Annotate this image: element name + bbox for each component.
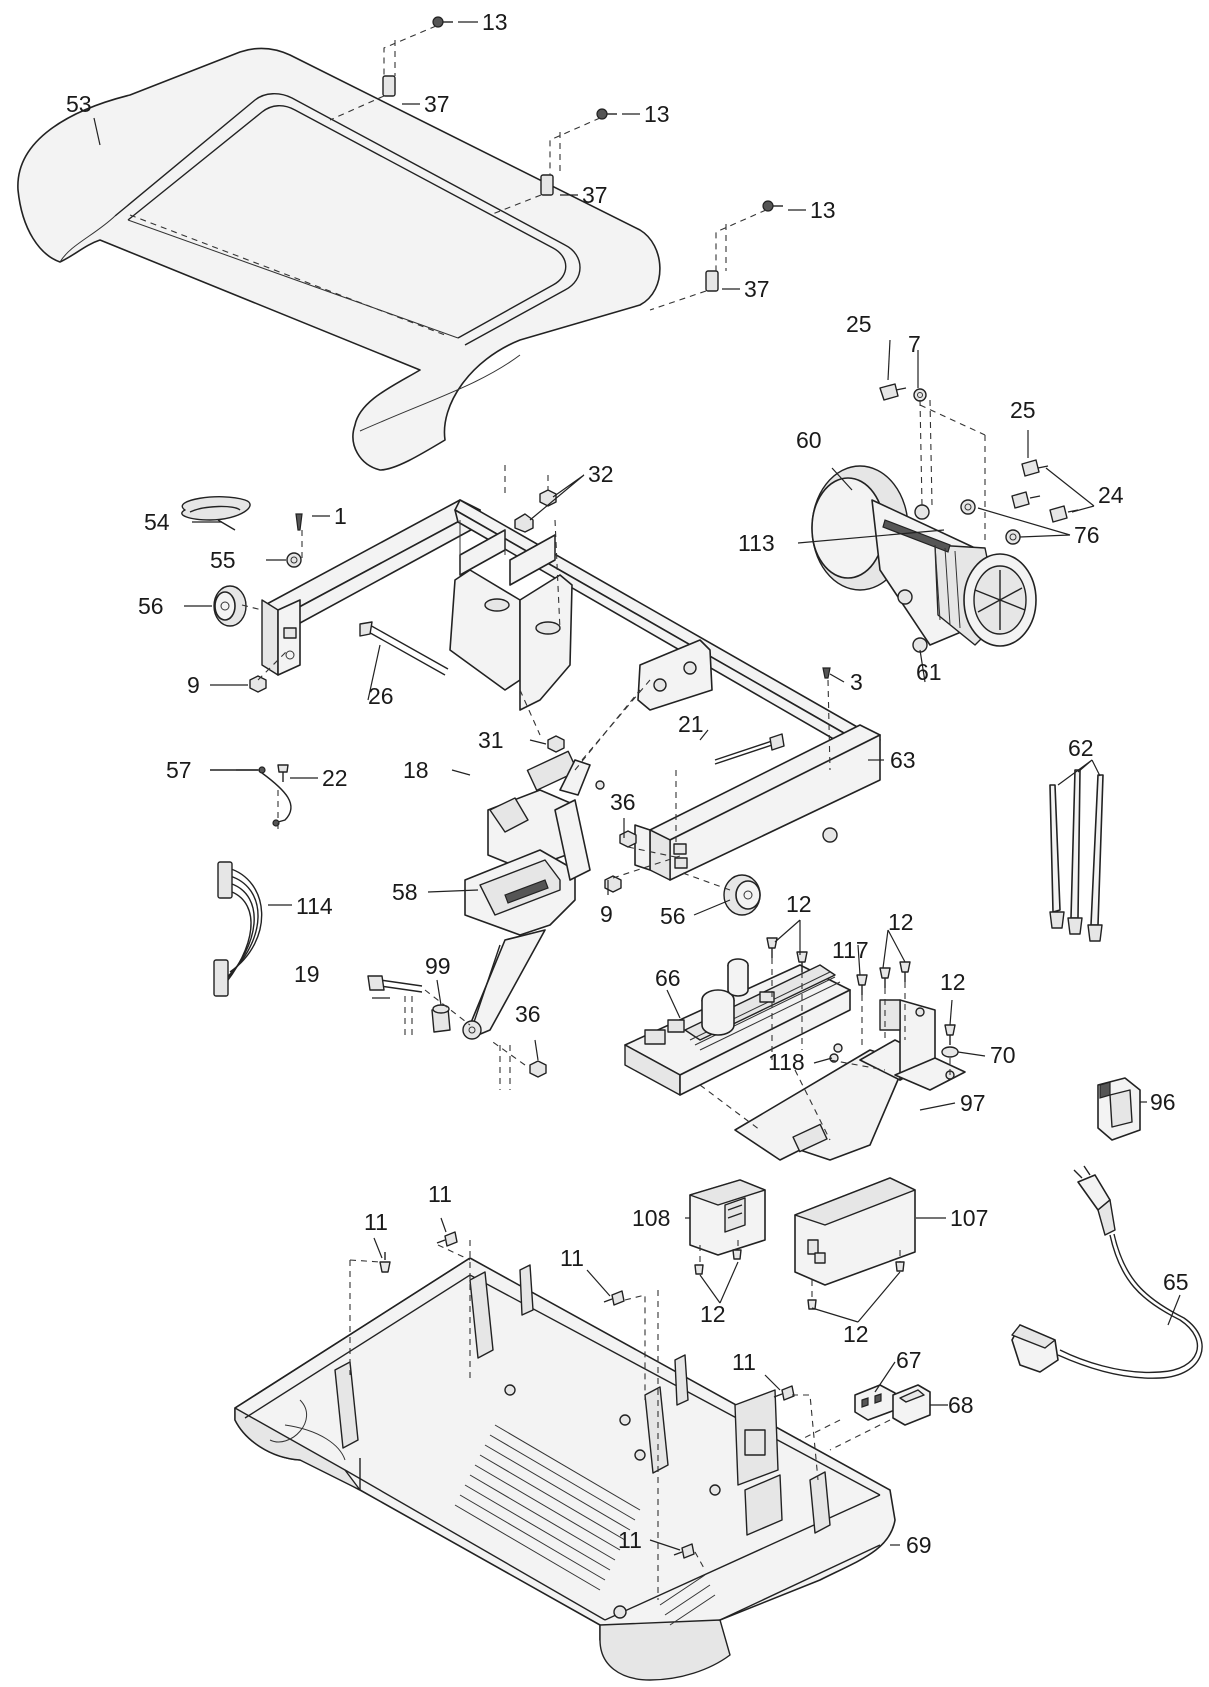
frame-fasteners <box>181 465 831 916</box>
callout-113: 113 <box>738 530 775 556</box>
callout-9: 9 <box>600 901 613 927</box>
callout-11: 11 <box>560 1245 584 1271</box>
controller-part-66 <box>624 958 851 1096</box>
callout-24: 24 <box>1098 482 1124 508</box>
callout-56: 56 <box>660 903 686 929</box>
callout-63: 63 <box>890 747 916 773</box>
callout-56: 56 <box>138 593 164 619</box>
callout-32: 32 <box>588 461 614 487</box>
callout-58: 58 <box>392 879 418 905</box>
callout-66: 66 <box>655 965 681 991</box>
callout-37: 37 <box>424 91 450 117</box>
callout-22: 22 <box>322 765 348 791</box>
callout-97: 97 <box>960 1090 986 1116</box>
callout-labels: 13 53 37 13 37 13 37 25 7 25 60 24 76 11… <box>66 9 1189 1558</box>
callout-60: 60 <box>796 427 822 453</box>
bracket-part-97 <box>734 999 966 1161</box>
base-part-69 <box>234 1257 896 1681</box>
power-cord-part-65 <box>1011 1165 1203 1379</box>
leader-lines <box>93 21 1181 1551</box>
callout-61: 61 <box>916 659 942 685</box>
callout-57: 57 <box>166 757 192 783</box>
callout-107: 107 <box>950 1205 988 1231</box>
callout-55: 55 <box>210 547 236 573</box>
callout-70: 70 <box>990 1042 1016 1068</box>
callout-12: 12 <box>843 1321 869 1347</box>
callout-117: 117 <box>832 937 869 963</box>
hood-fasteners <box>329 16 783 311</box>
callout-118: 118 <box>768 1049 805 1075</box>
callout-7: 7 <box>908 331 921 357</box>
callout-37: 37 <box>582 182 608 208</box>
callout-11: 11 <box>732 1349 756 1375</box>
callout-13: 13 <box>482 9 508 35</box>
callout-13: 13 <box>644 101 670 127</box>
callout-54: 54 <box>144 509 170 535</box>
callout-68: 68 <box>948 1392 974 1418</box>
callout-26: 26 <box>368 683 394 709</box>
incline-motor-part-58 <box>462 679 651 1040</box>
frame-part-63 <box>261 499 881 881</box>
callout-31: 31 <box>478 727 504 753</box>
cable-ties-part-62 <box>1049 769 1104 942</box>
callout-108: 108 <box>632 1205 670 1231</box>
callout-67: 67 <box>896 1347 922 1373</box>
sensor-part-57 <box>210 764 292 830</box>
callout-13: 13 <box>810 197 836 223</box>
callout-99: 99 <box>425 953 451 979</box>
callout-3: 3 <box>850 669 863 695</box>
callout-11: 11 <box>428 1181 452 1207</box>
callout-62: 62 <box>1068 735 1094 761</box>
callout-36: 36 <box>515 1001 541 1027</box>
callout-36: 36 <box>610 789 636 815</box>
callout-12: 12 <box>940 969 966 995</box>
callout-25: 25 <box>1010 397 1036 423</box>
callout-65: 65 <box>1163 1269 1189 1295</box>
hood-part-53 <box>17 47 661 471</box>
callout-21: 21 <box>678 711 704 737</box>
switch-part-96 <box>1097 1077 1141 1141</box>
callout-53: 53 <box>66 91 92 117</box>
base-fasteners <box>349 1231 819 1600</box>
callout-9: 9 <box>187 672 200 698</box>
connector-parts-67-68 <box>799 1384 931 1451</box>
callout-76: 76 <box>1074 522 1100 548</box>
callout-96: 96 <box>1150 1089 1176 1115</box>
callout-12: 12 <box>786 891 812 917</box>
controller-fasteners <box>699 937 959 1141</box>
motor-part-60 <box>811 465 1037 653</box>
callout-1: 1 <box>334 503 347 529</box>
wire-harness-part-114 <box>213 861 263 997</box>
callout-25: 25 <box>846 311 872 337</box>
callout-114: 114 <box>296 893 333 919</box>
callout-69: 69 <box>906 1532 932 1558</box>
motor-fasteners <box>879 383 1079 545</box>
lift-fasteners <box>367 975 547 1090</box>
callout-12: 12 <box>700 1301 726 1327</box>
callout-37: 37 <box>744 276 770 302</box>
callout-11: 11 <box>364 1209 388 1235</box>
callout-11: 11 <box>618 1527 642 1553</box>
filter-part-108 <box>689 1179 766 1275</box>
choke-part-107 <box>794 1177 916 1310</box>
callout-18: 18 <box>403 757 429 783</box>
callout-19: 19 <box>294 961 320 987</box>
callout-12: 12 <box>888 909 914 935</box>
